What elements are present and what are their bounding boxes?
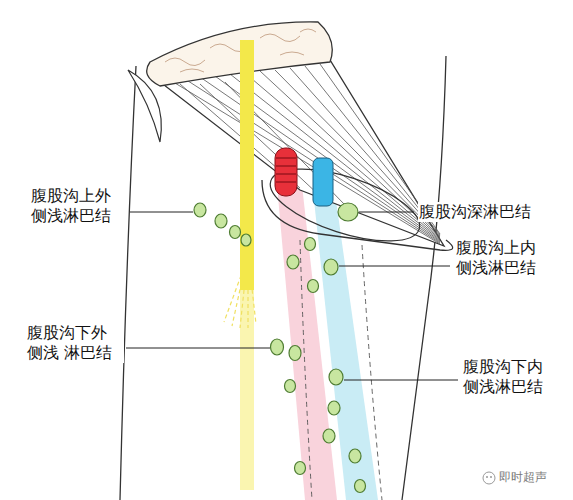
node-group-label: 腹股沟上内 侧浅淋巴结: [455, 238, 553, 278]
body-outline: [402, 56, 446, 500]
muscle-fibers: [170, 64, 440, 244]
nerve: [240, 40, 254, 290]
body-outline: [120, 66, 136, 500]
artery-rings: [276, 158, 296, 182]
femoral-artery: [275, 148, 297, 196]
node-group-label: 腹股沟深淋巴结: [418, 202, 532, 222]
node-group-label: 腹股沟下内 侧浅淋巴结: [462, 357, 560, 397]
femoral-vein: [313, 158, 333, 206]
inguinal-ligament: [155, 60, 444, 246]
vein-band: [314, 200, 378, 500]
cut-surface: [147, 22, 333, 86]
nerve-band: [240, 290, 254, 490]
watermark: 即时超声: [498, 470, 548, 485]
watermark-icon: [483, 472, 495, 484]
node-group-label: 腹股沟下外 侧浅 淋巴结: [26, 323, 124, 363]
leader-lines: [126, 212, 458, 380]
guide-lines: [300, 240, 382, 500]
node-group-label: 腹股沟上外 侧浅淋巴结: [30, 186, 128, 226]
